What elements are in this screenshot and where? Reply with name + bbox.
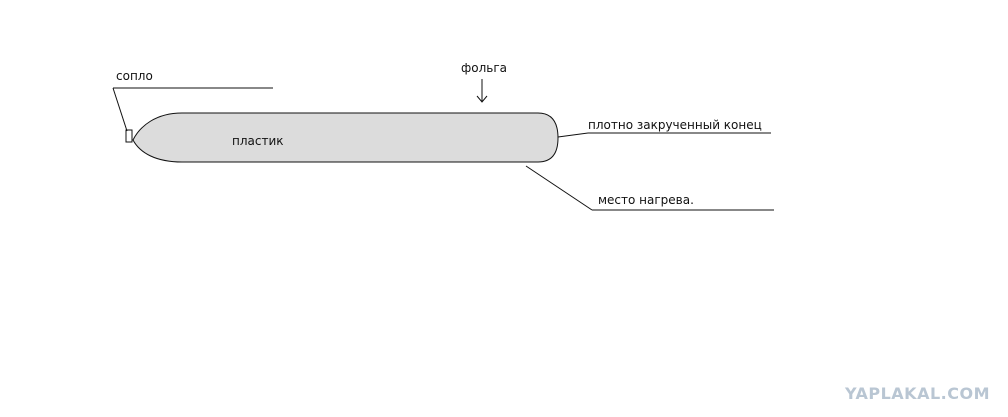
capsule-body <box>132 112 559 163</box>
nozzle-label: сопло <box>116 69 153 83</box>
foil-label: фольга <box>461 61 508 75</box>
heating-spot-label: место нагрева. <box>598 193 694 207</box>
nozzle-shape <box>125 129 133 143</box>
twisted-end-label: плотно закрученный конец <box>588 118 762 132</box>
twisted-end-leader-diagonal <box>557 132 589 138</box>
heating-leader-diagonal <box>525 165 593 211</box>
plastic-label: пластик <box>232 134 284 148</box>
nozzle-leader-diagonal <box>112 87 128 132</box>
foil-arrow-head <box>476 95 488 103</box>
site-watermark: YAPLAKAL.COM <box>844 384 990 403</box>
